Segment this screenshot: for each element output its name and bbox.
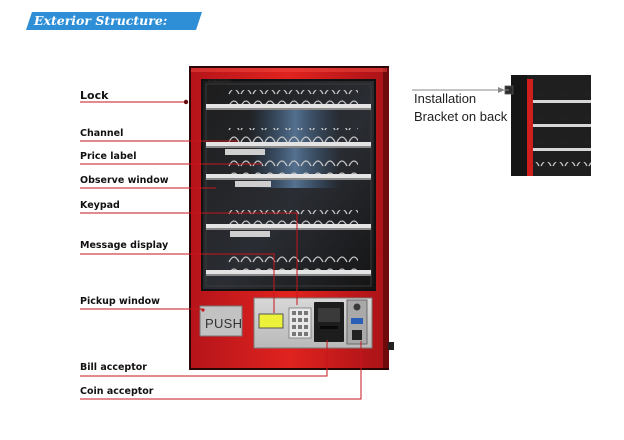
price-label-label: Price label [80,151,137,162]
shelf-2 [206,128,371,155]
message-display [258,313,284,329]
header-banner [26,12,202,30]
shelf-1 [206,90,371,110]
brand-tag: POWERPRO [208,79,232,84]
lock-icon [183,99,189,105]
installation-bracket-inset [412,75,591,176]
header-title: Exterior Structure: [34,13,168,28]
message-display-label: Message display [80,240,169,251]
push-label: PUSH [205,316,243,331]
pickup-window [199,305,243,337]
bill-acceptor-label: Bill acceptor [80,362,147,373]
channel-shelves [206,90,371,276]
keypad [288,307,312,339]
keypad-label: Keypad [80,200,120,211]
installation-line-2: Bracket on back [414,109,508,124]
control-panel [253,297,373,349]
lock-label: Lock [80,89,109,102]
shelf-5 [206,256,371,276]
channel-label: Channel [80,128,124,139]
bill-acceptor [314,302,344,342]
pickup-window-label: Pickup window [80,296,160,307]
installation-note: Installation Bracket on back [414,90,507,126]
side-knob [388,342,394,350]
coin-acceptor-label: Coin acceptor [80,386,154,397]
leader-lines [80,101,362,400]
price-label-strip [225,149,265,155]
coin-acceptor [346,299,368,345]
observe-window-label: Observe window [80,175,169,186]
installation-line-1: Installation [414,91,477,106]
